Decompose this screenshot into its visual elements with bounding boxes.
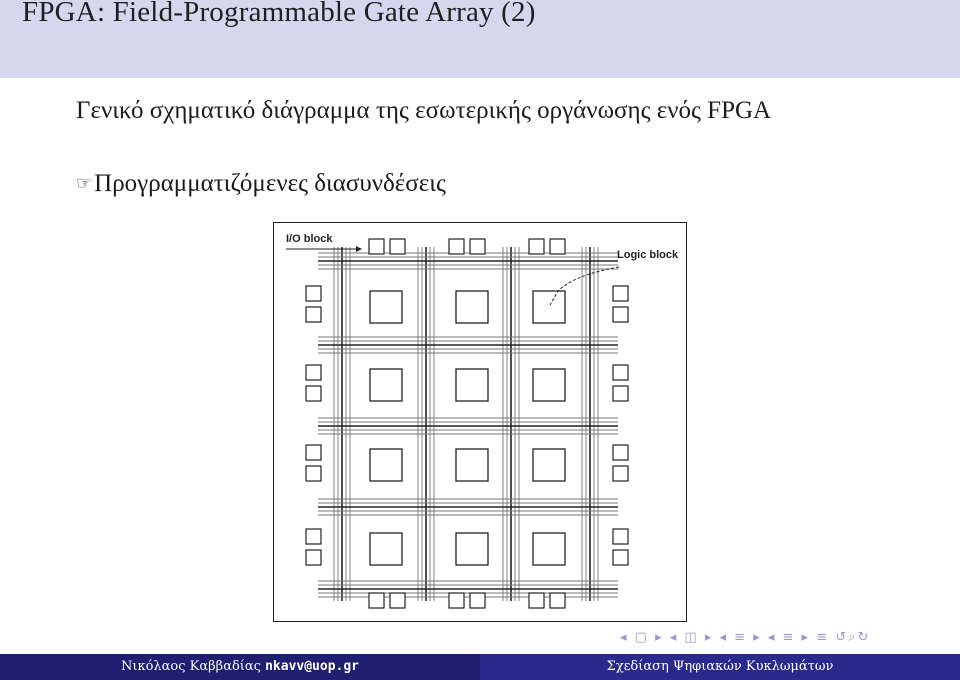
title-bar: FPGA: Field-Programmable Gate Array (2): [0, 0, 960, 78]
logic-block: [532, 448, 566, 482]
io-block: [528, 238, 545, 255]
io-block: [528, 592, 545, 609]
io-block: [305, 364, 322, 381]
io-block: [612, 385, 629, 402]
io-block: [448, 592, 465, 609]
io-block: [612, 549, 629, 566]
io-block: [305, 465, 322, 482]
beamer-navigation[interactable]: ◂ ▢ ▸ ◂ ◫ ▸ ◂ ≡ ▸ ◂ ≡ ▸ ≡ ↺⌕↻: [620, 630, 870, 645]
logic-block: [532, 368, 566, 402]
io-block: [305, 549, 322, 566]
bullet-text: Προγραμματιζόμενες διασυνδέσεις: [94, 170, 446, 197]
logic-block: [532, 532, 566, 566]
logic-block: [369, 290, 403, 324]
io-block: [612, 364, 629, 381]
io-block: [305, 385, 322, 402]
io-block: [368, 238, 385, 255]
fpga-diagram: I/O block Logic block: [273, 222, 687, 622]
io-block: [612, 444, 629, 461]
logic-block: [455, 368, 489, 402]
io-block: [549, 592, 566, 609]
io-block: [612, 306, 629, 323]
author-email: nkavv@uop.gr: [265, 659, 360, 674]
io-block: [305, 285, 322, 302]
logic-block: [369, 448, 403, 482]
nav-subsection-icon[interactable]: ◂ ◫ ▸: [669, 630, 714, 645]
io-block: [469, 238, 486, 255]
pointing-hand-icon: ☞: [76, 173, 93, 194]
logic-block: [455, 532, 489, 566]
nav-frame-prev-icon[interactable]: ◂ ▢ ▸: [620, 630, 664, 645]
nav-align-icon[interactable]: ≡: [816, 630, 830, 645]
nav-frame-next-icon[interactable]: ◂ ≡ ▸: [767, 630, 811, 645]
logic-block-label: Logic block: [617, 249, 679, 261]
io-block: [389, 592, 406, 609]
footer-author: Νικόλαος Καββαδίας nkavv@uop.gr: [0, 654, 480, 680]
io-block-label: I/O block: [286, 233, 333, 245]
logic-block: [532, 290, 566, 324]
io-block: [305, 444, 322, 461]
io-block: [448, 238, 465, 255]
frame-title: FPGA: Field-Programmable Gate Array (2): [22, 0, 536, 28]
nav-search-icon[interactable]: ↺⌕↻: [835, 630, 871, 645]
logic-block: [455, 290, 489, 324]
io-block: [612, 528, 629, 545]
logic-block: [455, 448, 489, 482]
logic-block: [369, 368, 403, 402]
intro-paragraph: Γενικό σχηματικό διάγραμμα της εσωτερική…: [76, 97, 772, 124]
io-block: [305, 306, 322, 323]
author-name: Νικόλαος Καββαδίας: [120, 659, 261, 674]
io-label-arrowhead: [356, 246, 362, 252]
io-block: [612, 285, 629, 302]
io-block: [549, 238, 566, 255]
io-block: [469, 592, 486, 609]
io-block: [612, 465, 629, 482]
nav-section-icon[interactable]: ◂ ≡ ▸: [719, 630, 762, 645]
bullet-item: ☞Προγραμματιζόμενες διασυνδέσεις: [76, 170, 446, 198]
footer-course: Σχεδίαση Ψηφιακών Κυκλωμάτων: [480, 654, 960, 680]
io-block: [305, 528, 322, 545]
logic-block: [369, 532, 403, 566]
io-block: [389, 238, 406, 255]
fpga-svg: [286, 238, 629, 609]
footer: Νικόλαος Καββαδίας nkavv@uop.gr Σχεδίαση…: [0, 654, 960, 680]
logic-label-pointer: [549, 266, 620, 306]
io-block: [368, 592, 385, 609]
